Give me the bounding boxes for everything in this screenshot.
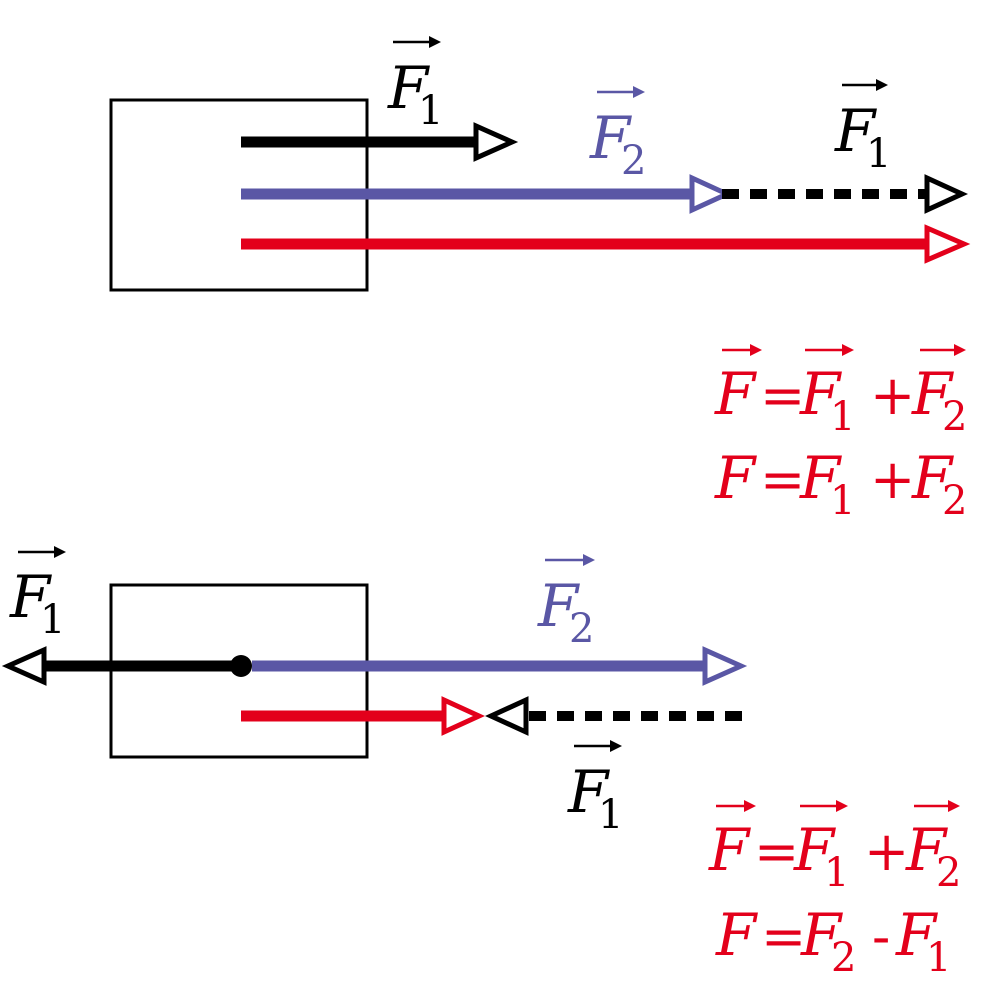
bottom-f1-label: F 1 (9, 546, 66, 643)
svg-text:=: = (761, 905, 806, 968)
svg-text:1: 1 (926, 935, 951, 981)
svg-text:1: 1 (40, 597, 65, 643)
top-f1-arrow (241, 122, 519, 162)
top-resultant-arrow (241, 224, 971, 264)
svg-text:F: F (708, 816, 751, 884)
svg-text:1: 1 (418, 88, 443, 134)
top-case: F 1 F 2 F 1 F = (109, 36, 971, 524)
top-f2-arrow (241, 174, 734, 214)
svg-text:F: F (9, 563, 52, 631)
svg-text:F: F (714, 360, 757, 428)
top-f1-dashed-arrow (722, 174, 969, 214)
bottom-f2-label: F 2 (537, 554, 595, 652)
svg-text:+: + (870, 364, 915, 427)
svg-text:2: 2 (942, 478, 967, 524)
top-scalar-equation: F = F 1 + F 2 (714, 444, 967, 524)
bottom-resultant-arrow (241, 696, 486, 736)
svg-text:F: F (387, 54, 430, 122)
svg-text:F: F (714, 444, 757, 512)
svg-text:1: 1 (866, 131, 891, 177)
top-f1-label: F 1 (387, 36, 443, 134)
svg-text:-: - (872, 905, 890, 968)
svg-text:=: = (754, 820, 799, 883)
svg-text:F: F (537, 572, 580, 640)
svg-text:F: F (905, 816, 948, 884)
svg-text:F: F (567, 758, 610, 826)
svg-text:+: + (864, 820, 909, 883)
bottom-f2-arrow (252, 646, 748, 686)
top-f1-dashed-label: F 1 (834, 79, 891, 177)
svg-text:F: F (793, 816, 836, 884)
svg-text:F: F (911, 360, 954, 428)
svg-text:1: 1 (598, 792, 623, 838)
top-f2-label: F 2 (589, 86, 646, 184)
svg-text:2: 2 (831, 935, 856, 981)
svg-text:F: F (589, 104, 632, 172)
svg-text:2: 2 (936, 850, 961, 896)
svg-text:=: = (760, 364, 805, 427)
svg-text:F: F (834, 97, 877, 165)
svg-text:=: = (760, 448, 805, 511)
svg-text:+: + (870, 448, 915, 511)
svg-text:F: F (911, 444, 954, 512)
bottom-vector-equation: F = F 1 + F 2 (708, 800, 961, 896)
svg-text:1: 1 (824, 850, 849, 896)
svg-text:2: 2 (621, 138, 646, 184)
bottom-f1-dashed-arrow (484, 696, 742, 736)
svg-text:2: 2 (942, 394, 967, 440)
svg-text:F: F (715, 901, 758, 969)
svg-text:1: 1 (830, 478, 855, 524)
svg-text:F: F (799, 444, 842, 512)
svg-text:F: F (800, 901, 843, 969)
bottom-f1-dashed-label: F 1 (567, 740, 623, 838)
top-vector-equation: F = F 1 + F 2 (714, 344, 967, 440)
bottom-scalar-equation: F = F 2 - F 1 (715, 901, 951, 981)
svg-text:F: F (895, 901, 938, 969)
bottom-f1-arrow (1, 646, 252, 686)
svg-text:2: 2 (569, 606, 594, 652)
bottom-case: F 1 F 2 F 1 F = (1, 546, 961, 981)
svg-text:F: F (799, 360, 842, 428)
svg-text:1: 1 (830, 394, 855, 440)
